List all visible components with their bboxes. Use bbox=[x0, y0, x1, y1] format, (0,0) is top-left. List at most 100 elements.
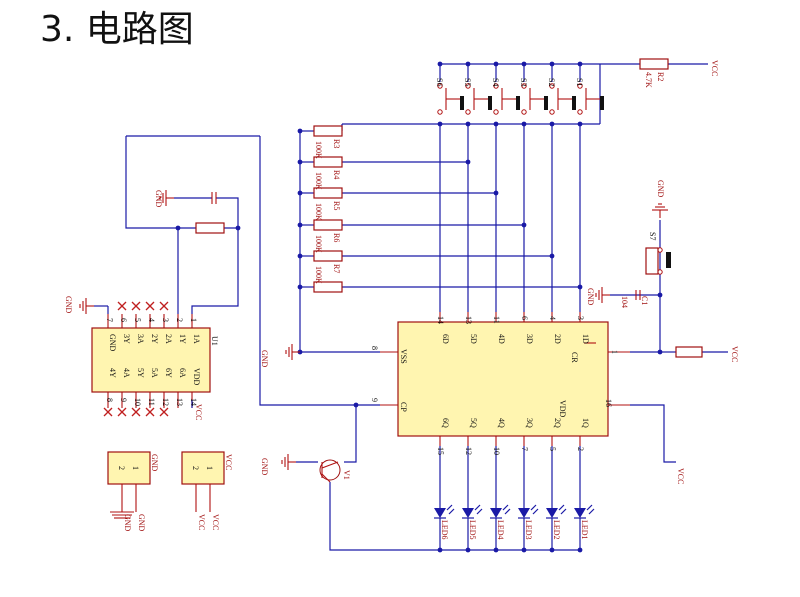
transistor-emitter bbox=[321, 473, 331, 483]
switch-actuator bbox=[544, 96, 548, 110]
cap-ground bbox=[159, 190, 174, 206]
ic-u2-pin-number: 13 bbox=[464, 316, 473, 324]
ic-u1-pin-number: 14 bbox=[189, 398, 198, 406]
ic-u1-pin-number: 10 bbox=[133, 398, 142, 406]
ic-u1-pin-number: 11 bbox=[147, 398, 156, 406]
junction-dot bbox=[493, 190, 499, 196]
led-label: LED6 bbox=[440, 520, 449, 540]
switch-contact bbox=[577, 109, 583, 115]
switch-label: S3 bbox=[519, 78, 528, 86]
ic-u1-pin-label: 4A bbox=[122, 368, 131, 378]
resistor-pulldown bbox=[313, 187, 343, 199]
switch-label: S5 bbox=[463, 78, 472, 86]
ic-u2-pin-number: 3 bbox=[576, 316, 585, 320]
junction-dot bbox=[297, 159, 303, 165]
junction-dot bbox=[297, 190, 303, 196]
ic-u2-pin-number: 7 bbox=[520, 447, 529, 451]
ic-u1-pin-number: 9 bbox=[119, 398, 128, 402]
no-connect-mark bbox=[159, 407, 169, 417]
led-arrow bbox=[474, 504, 481, 511]
ic-u1-pin-number: 6 bbox=[119, 318, 128, 322]
vss-ground bbox=[285, 344, 300, 360]
junction-dot bbox=[297, 253, 303, 259]
ic-u2-pin-number: 12 bbox=[464, 447, 473, 455]
ic-u1-pin-number: 3 bbox=[161, 318, 170, 322]
wire bbox=[191, 227, 239, 314]
ic-u2-pin-number: 6 bbox=[520, 316, 529, 320]
switch-actuator bbox=[572, 96, 576, 110]
led-arrow bbox=[532, 508, 539, 515]
led-label: LED5 bbox=[468, 520, 477, 540]
connector-pin-number: 1 bbox=[205, 466, 214, 470]
resistor-ref: R3 bbox=[332, 139, 341, 148]
resistor-ref: R5 bbox=[332, 201, 341, 210]
junction-dot bbox=[577, 61, 583, 67]
switch-contact bbox=[521, 83, 527, 89]
wire bbox=[344, 405, 357, 463]
resistor-osc bbox=[195, 222, 225, 234]
led-label: LED3 bbox=[524, 520, 533, 540]
ic-u2-pin-label: 3Q bbox=[525, 418, 534, 428]
no-connect-mark bbox=[131, 301, 141, 311]
ic-u2-pin-label: 1Q bbox=[581, 418, 590, 428]
switch-contact bbox=[465, 83, 471, 89]
ic-u2-pin-label: VSS bbox=[399, 349, 408, 364]
c1-ground bbox=[595, 287, 610, 303]
led-diode bbox=[518, 508, 530, 518]
resistor-ref: R4 bbox=[332, 170, 341, 179]
junction-dot bbox=[437, 547, 443, 553]
ic-u1-pin-label: GND bbox=[108, 334, 117, 352]
connector-label: VCC bbox=[224, 454, 233, 470]
ic-u2-pin-label: 4Q bbox=[497, 418, 506, 428]
connector-pin-number: 2 bbox=[117, 466, 126, 470]
junction-dot bbox=[465, 547, 471, 553]
wires bbox=[94, 61, 728, 553]
led-arrow bbox=[504, 508, 511, 515]
led-arrow bbox=[560, 508, 567, 515]
parts bbox=[79, 58, 703, 519]
ic-u1-pin-label: VDD bbox=[192, 368, 201, 386]
vcc-label: VCC bbox=[730, 346, 739, 362]
no-connect-mark bbox=[117, 407, 127, 417]
ic-u1-pin-label: 3A bbox=[136, 334, 145, 344]
gnd-label: GND bbox=[656, 180, 665, 198]
ic-u2-pin-label: 2Q bbox=[553, 418, 562, 428]
ic-u1-pin-label: 5Y bbox=[136, 368, 145, 378]
junction-dot bbox=[577, 284, 583, 290]
no-connect-mark bbox=[103, 407, 113, 417]
junction-dot bbox=[549, 253, 555, 259]
vcc-label: VCC bbox=[194, 404, 203, 420]
ic-u2-pin-number: 9 bbox=[370, 398, 379, 402]
ic-u2-pin-number: 5 bbox=[548, 447, 557, 451]
ic-u1-pin-label: 2Y bbox=[150, 334, 159, 344]
switch-s7 bbox=[645, 247, 659, 275]
switch-contact bbox=[465, 109, 471, 115]
switch-contact bbox=[437, 83, 443, 89]
gnd-label: GND bbox=[64, 296, 73, 314]
resistor-ref: R6 bbox=[332, 233, 341, 242]
switch-contact bbox=[493, 109, 499, 115]
ic-u1-pin-label: 6A bbox=[178, 368, 187, 378]
no-connect-mark bbox=[145, 301, 155, 311]
ic-u2-pin-number: 16 bbox=[604, 399, 613, 407]
ic-u2-pin-label: 1D bbox=[581, 334, 590, 344]
switch-contact bbox=[493, 83, 499, 89]
ic-u1-pin-label: 5A bbox=[150, 368, 159, 378]
connector-net: VCC bbox=[211, 514, 220, 530]
ic-u1-pin-label: 4Y bbox=[108, 368, 117, 378]
junction-dot bbox=[521, 121, 527, 127]
led-diode bbox=[546, 508, 558, 518]
ic-u1-pin-number: 13 bbox=[175, 398, 184, 406]
s7-ground bbox=[652, 203, 668, 218]
junction-dot bbox=[577, 121, 583, 127]
transistor-collector bbox=[321, 461, 339, 469]
r2-ref: R2 bbox=[656, 72, 665, 81]
led-diode bbox=[490, 508, 502, 518]
ic-u2-pin-number: 2 bbox=[576, 447, 585, 451]
wire bbox=[259, 136, 380, 406]
ic-u1 bbox=[91, 327, 211, 393]
v1-label: V1 bbox=[342, 470, 351, 480]
u1-ref: U1 bbox=[210, 336, 219, 346]
ic-u1-pin-number: 7 bbox=[105, 318, 114, 322]
